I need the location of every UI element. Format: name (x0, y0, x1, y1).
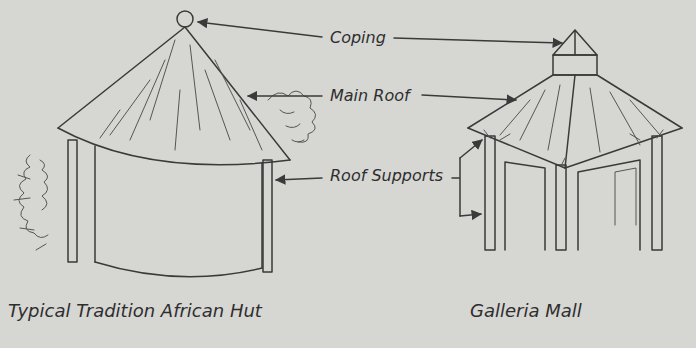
hut-coping (177, 11, 193, 27)
hut-roof-edge (58, 27, 185, 128)
leader-arrow (460, 214, 481, 216)
part-label: Main Roof (330, 86, 410, 105)
bush-scribble (268, 91, 316, 142)
leader-arrow (198, 22, 322, 37)
mall-column (556, 165, 566, 250)
mall-column (652, 136, 662, 250)
part-label: Coping (330, 28, 386, 47)
leader-arrow (422, 95, 516, 100)
roof-strokes (500, 85, 660, 152)
figure-caption: Typical Tradition African Hut (8, 300, 262, 322)
roof-bracket (484, 130, 663, 166)
mall-roof-edge (468, 75, 682, 128)
mall-opening (615, 168, 636, 225)
leader-arrow (394, 38, 562, 43)
mall-opening (505, 162, 545, 250)
mall-roof-eave (468, 128, 682, 168)
hut-wall-base (95, 262, 262, 277)
thatch-strokes (100, 40, 262, 150)
leader-arrow (276, 178, 322, 180)
leader-arrow (460, 140, 482, 158)
hut-roof-support (68, 140, 77, 262)
hut-wall (94, 146, 96, 262)
hut-roof-support (263, 160, 272, 272)
mall-opening (578, 160, 640, 250)
leader-arrow (248, 95, 322, 97)
bush-scribble (14, 155, 48, 250)
mall-roof-hip (565, 75, 575, 168)
leader-bracket (452, 158, 460, 216)
mall-coping-base (553, 55, 597, 75)
figure-caption: Galleria Mall (470, 300, 582, 322)
hut-roof-edge (185, 27, 290, 160)
part-label: Roof Supports (330, 166, 443, 185)
mall-column (485, 136, 495, 250)
